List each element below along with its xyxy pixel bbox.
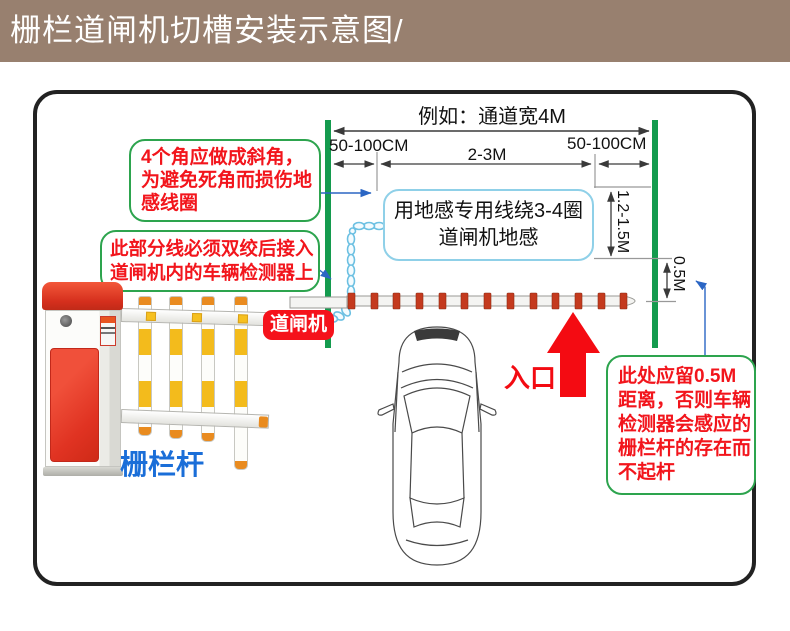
note-gap-distance: 此处应留0.5M 距离，否则车辆 检测器会感应的 栅栏杆的存在而 不起杆 — [606, 355, 756, 495]
loop-box-line2: 道闸机地感 — [438, 227, 539, 249]
dim-channel-label: 例如：通道宽4M — [418, 106, 566, 128]
note-twist-line2: 道闸机内的车辆检测器上 — [110, 262, 314, 283]
rail-reflector — [191, 312, 203, 323]
note-twisted-pair: 此部分线必须双绞后接入 道闸机内的车辆检测器上 — [100, 230, 320, 292]
page-title: 栅栏道闸机切槽安装示意图/ — [10, 13, 404, 48]
note-twist-line1: 此部分线必须双绞后接入 — [110, 238, 314, 259]
dim-right-label: 50-100CM — [567, 134, 647, 153]
rail-reflector — [145, 311, 157, 321]
note-gap-line4: 栅栏杆的存在而 — [618, 438, 752, 459]
note-gap-line1: 此处应留0.5M — [618, 366, 737, 387]
dim-gap-label: 0.5M — [670, 256, 687, 292]
rail-end-cap — [258, 416, 269, 428]
fence-picket — [138, 296, 152, 436]
gate-machine-base — [43, 467, 123, 476]
header-bar: 栅栏道闸机切槽安装示意图/ — [0, 0, 790, 62]
note-corners-line3: 感线圈 — [141, 193, 199, 214]
fence-picket — [169, 296, 183, 439]
gate-machine-warning-sticker — [100, 316, 116, 346]
note-gap-line5: 不起杆 — [618, 462, 676, 483]
note-corners-line1: 4个角应做成斜角， — [141, 147, 304, 168]
dim-left-label: 50-100CM — [329, 136, 409, 155]
ground-loop-box: 用地感专用线绕3-4圈 道闸机地感 — [383, 189, 594, 261]
fence-picket — [201, 296, 215, 442]
note-gap-line3: 检测器会感应的 — [618, 414, 752, 435]
rail-reflector — [237, 314, 249, 324]
entrance-label: 入口 — [504, 363, 557, 393]
gate-machine-red-panel — [50, 348, 99, 462]
gate-machine-cap — [42, 282, 123, 310]
dim-loop-height-label: 1.2-1.5M — [614, 190, 631, 254]
gate-machine-label: 道闸机 — [263, 310, 335, 340]
note-gap-line2: 距离，否则车辆 — [618, 390, 752, 411]
fence-arm-label: 栅栏杆 — [120, 449, 205, 480]
loop-box-line1: 用地感专用线绕3-4圈 — [394, 200, 583, 222]
dim-mid-label: 2-3M — [467, 145, 507, 164]
note-corners: 4个角应做成斜角， 为避免死角而损伤地 感线圈 — [129, 139, 321, 222]
note-corners-line2: 为避免死角而损伤地 — [141, 170, 313, 191]
gate-machine-lock — [60, 315, 72, 327]
